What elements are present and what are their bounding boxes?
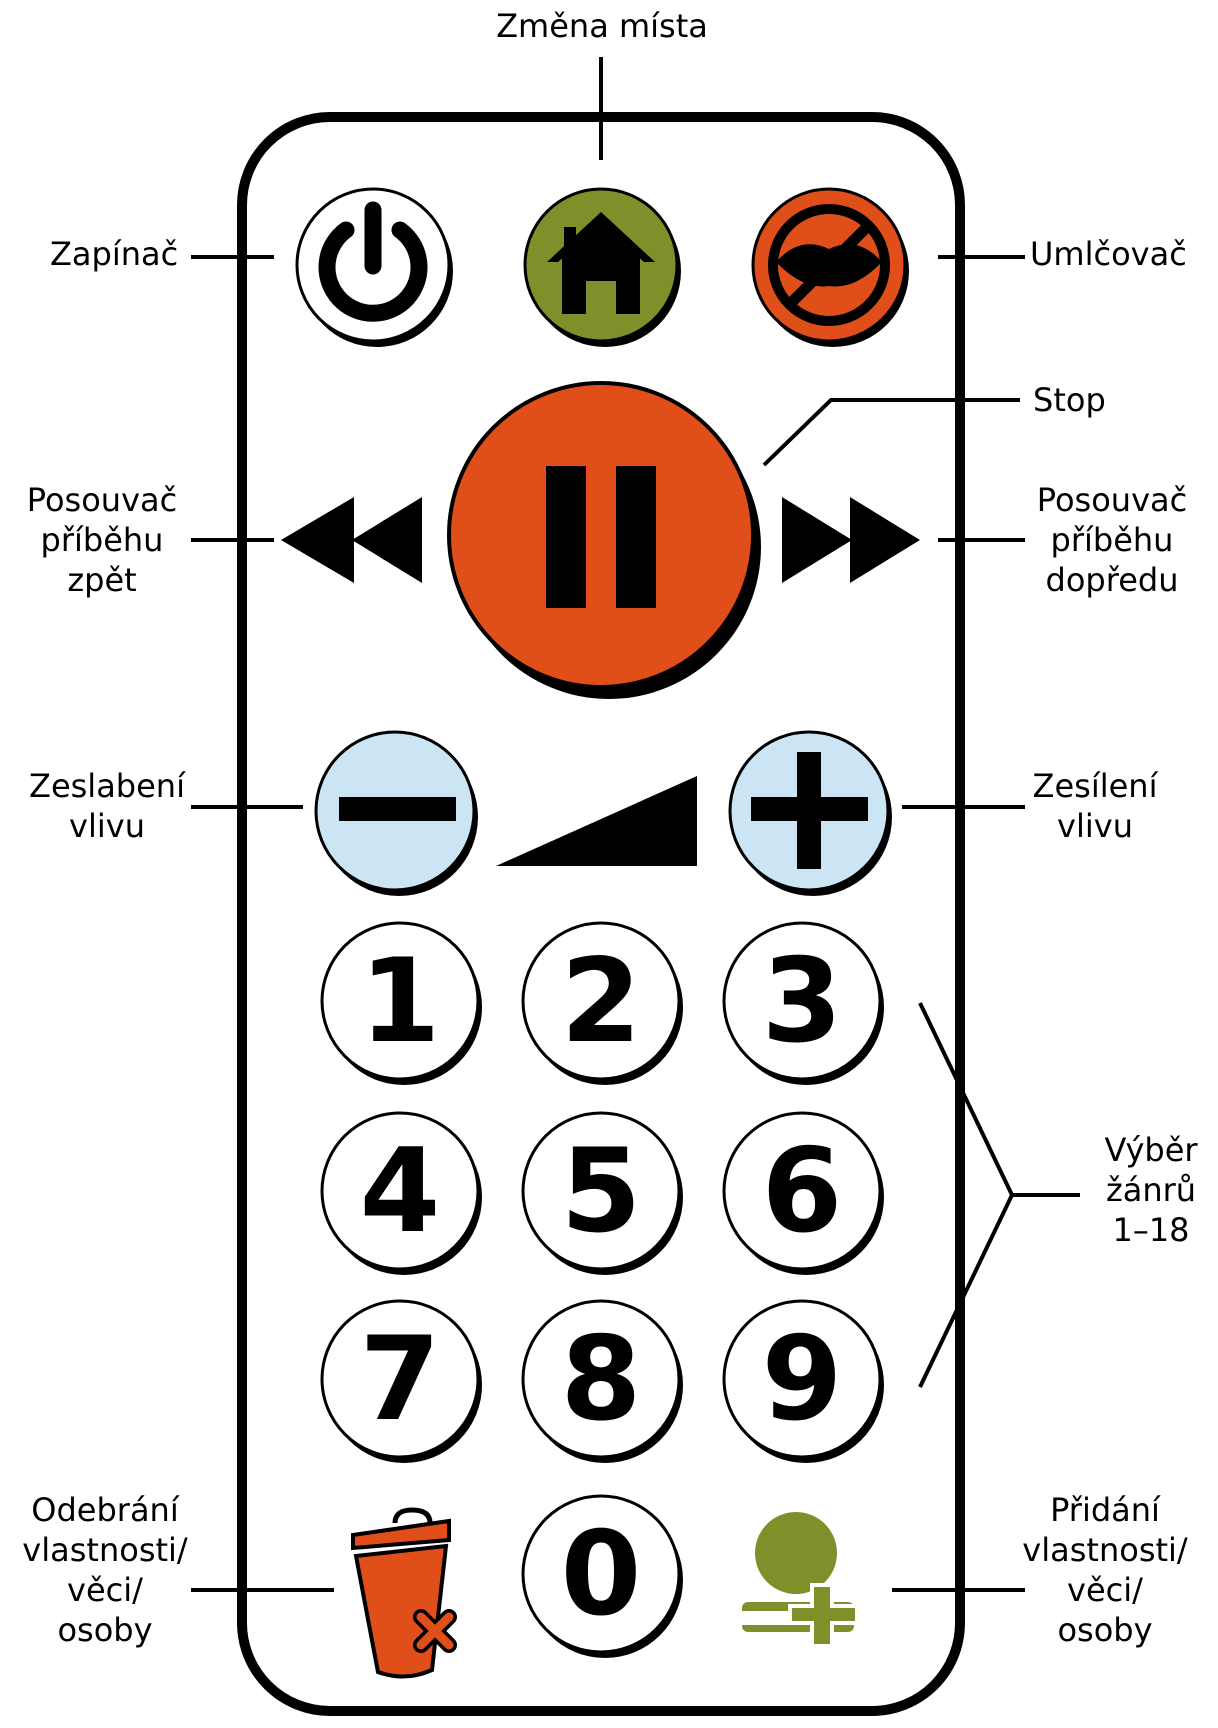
decrease-button[interactable] (314, 730, 478, 896)
leader-line-stop-2 (762, 398, 1020, 467)
key-1-label: 1 (360, 934, 441, 1069)
minus-icon (339, 797, 456, 821)
label-change-location: Změna místa (496, 7, 708, 45)
fast-forward-icon (782, 497, 920, 583)
key-3-label: 3 (762, 934, 843, 1069)
key-6-label: 6 (762, 1124, 843, 1259)
label-genres: Výběr žánrů 1–18 (1104, 1131, 1198, 1249)
power-button[interactable] (295, 187, 453, 347)
increase-button[interactable] (728, 730, 892, 896)
key-4-button[interactable]: 4 (320, 1111, 482, 1275)
key-0-label: 0 (561, 1507, 642, 1642)
key-8-button[interactable]: 8 (521, 1299, 683, 1463)
key-2-label: 2 (561, 934, 642, 1069)
key-6-button[interactable]: 6 (722, 1111, 884, 1275)
pause-icon (546, 466, 656, 608)
add-button[interactable] (742, 1512, 859, 1648)
key-3-button[interactable]: 3 (722, 921, 884, 1085)
rewind-button[interactable] (281, 497, 422, 583)
label-remove: Odebrání vlastnosti/ věci/ osoby (22, 1491, 188, 1649)
label-stop: Stop (1033, 381, 1106, 419)
trash-icon (351, 1507, 457, 1679)
power-icon (318, 201, 428, 322)
home-button[interactable] (523, 187, 681, 347)
label-add: Přidání vlastnosti/ věci/ osoby (1022, 1491, 1188, 1649)
key-9-button[interactable]: 9 (722, 1299, 884, 1463)
muted-lips-icon (768, 204, 890, 326)
remote-body (237, 112, 965, 1716)
label-power: Zapínač (50, 235, 179, 273)
plus-icon (751, 752, 868, 869)
key-0-button[interactable]: 0 (521, 1494, 683, 1658)
key-4-label: 4 (360, 1124, 441, 1259)
label-forward: Posouvač příběhu dopředu (1036, 481, 1188, 599)
label-mute: Umlčovač (1030, 235, 1187, 273)
key-2-button[interactable]: 2 (521, 921, 683, 1085)
fast-forward-button[interactable] (782, 497, 920, 583)
add-person-icon (742, 1512, 859, 1648)
leader-lines (191, 57, 1080, 1592)
label-decrease: Zeslabení vlivu (29, 767, 185, 845)
mute-button[interactable] (751, 187, 909, 347)
key-7-label: 7 (360, 1312, 441, 1447)
remove-x-icon (413, 1609, 457, 1653)
key-7-button[interactable]: 7 (320, 1299, 482, 1463)
remove-button[interactable] (351, 1507, 457, 1679)
label-increase: Zesílení vlivu (1032, 767, 1158, 845)
pause-button[interactable] (447, 381, 761, 699)
home-icon (547, 212, 655, 314)
key-5-button[interactable]: 5 (521, 1111, 683, 1275)
key-5-label: 5 (561, 1124, 642, 1259)
key-8-label: 8 (561, 1312, 642, 1447)
volume-ramp-icon (496, 776, 697, 866)
key-9-label: 9 (762, 1312, 843, 1447)
label-rewind: Posouvač příběhu zpět (26, 481, 178, 599)
key-1-button[interactable]: 1 (320, 921, 482, 1085)
rewind-icon (281, 497, 422, 583)
